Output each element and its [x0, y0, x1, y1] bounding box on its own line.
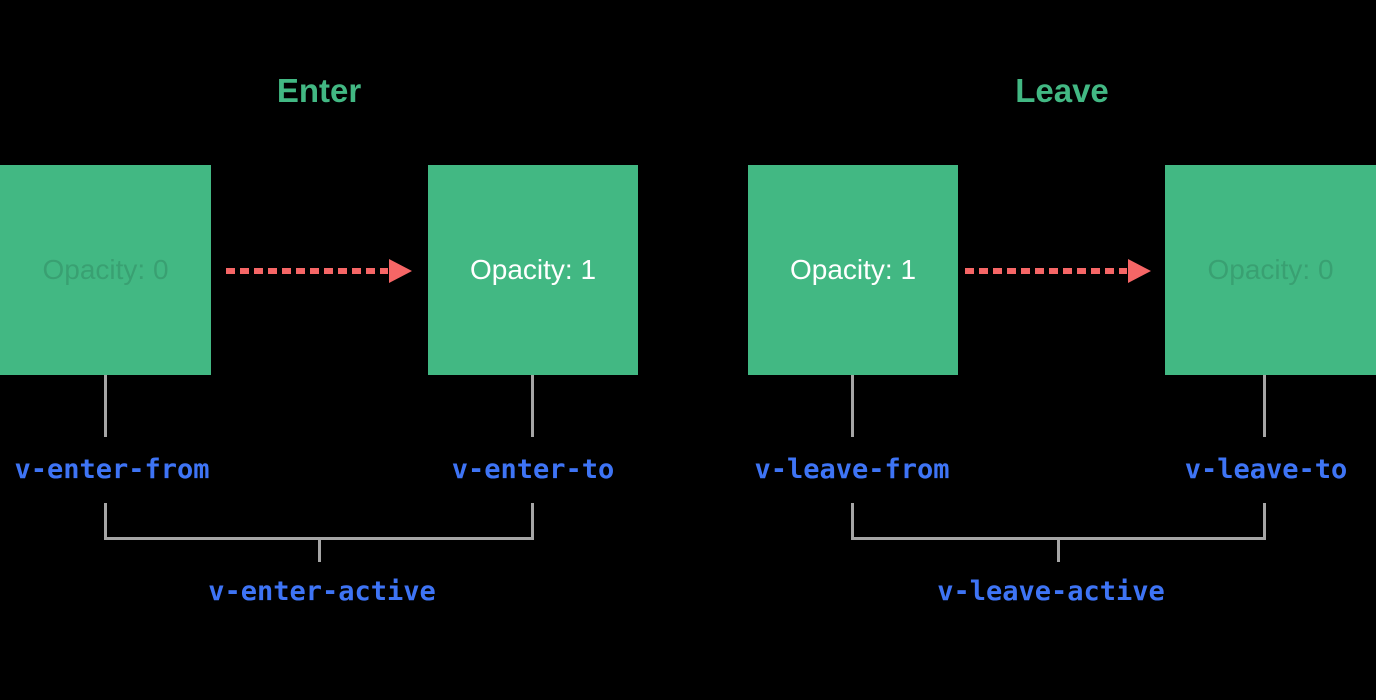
enter-from-opacity-label: Opacity: 0 [42, 254, 169, 285]
leave-to-box: Opacity: 0 [1165, 165, 1376, 375]
enter-from-class-label: v-enter-from [14, 454, 210, 485]
leave-arrowhead-icon [1128, 259, 1151, 283]
leave-to-connector-line [1263, 375, 1266, 437]
leave-bracket-right-line [1263, 503, 1266, 537]
leave-to-class-label: v-leave-to [1184, 454, 1348, 485]
enter-from-box: Opacity: 0 [0, 165, 211, 375]
enter-bracket-stub-line [318, 537, 321, 562]
leave-from-connector-line [851, 375, 854, 437]
enter-bracket-left-line [104, 503, 107, 537]
enter-to-box: Opacity: 1 [428, 165, 638, 375]
enter-dashed-arrow-line [226, 268, 388, 274]
leave-section-title: Leave [1015, 72, 1109, 109]
leave-bracket-left-line [851, 503, 854, 537]
leave-dashed-arrow-line [965, 268, 1127, 274]
enter-to-connector-line [531, 375, 534, 437]
enter-from-connector-line [104, 375, 107, 437]
leave-from-opacity-label: Opacity: 1 [789, 254, 917, 285]
enter-arrowhead-icon [389, 259, 412, 283]
leave-bracket-stub-line [1057, 537, 1060, 562]
leave-active-class-label: v-leave-active [937, 576, 1165, 607]
enter-section-title: Enter [276, 72, 362, 109]
leave-to-opacity-label: Opacity: 0 [1207, 254, 1334, 285]
enter-bracket-right-line [531, 503, 534, 537]
enter-to-opacity-label: Opacity: 1 [469, 254, 597, 285]
enter-to-class-label: v-enter-to [451, 454, 615, 485]
leave-from-box: Opacity: 1 [748, 165, 958, 375]
enter-active-class-label: v-enter-active [208, 576, 436, 607]
leave-from-class-label: v-leave-from [754, 454, 950, 485]
